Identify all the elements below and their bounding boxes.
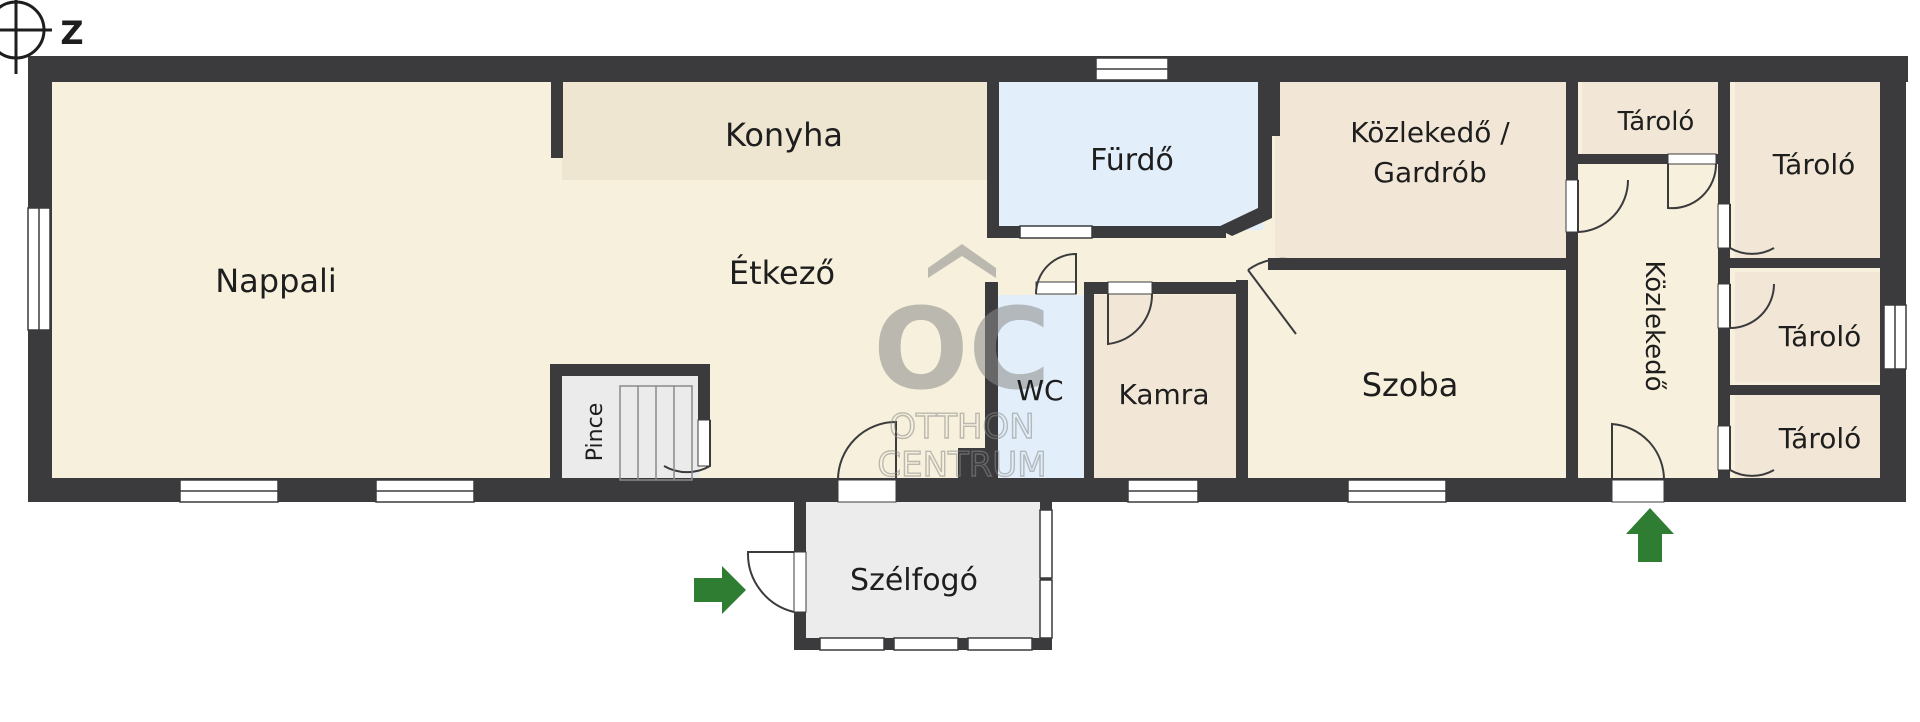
entrance-arrows [694,508,1674,614]
door [1729,204,1775,255]
storage-floor-1 [1582,80,1724,160]
door [1729,426,1775,477]
door [1247,257,1297,335]
cellar-stairs [619,385,693,481]
door-swings [663,163,1775,613]
room-label-tarolo-2: Tároló [1772,148,1856,181]
cellar-floor [560,376,700,480]
room-label-etkezo: Étkező [729,254,835,292]
room-label-kamra: Kamra [1119,378,1210,411]
room-label-konyha: Konyha [725,116,843,154]
door [1729,283,1775,330]
storage-floor-2 [1735,80,1903,260]
windows [27,57,1907,651]
room-label-kozlekedo-gardrob-2: Gardrób [1373,156,1486,189]
door [1667,163,1718,210]
hallway-floor [1582,165,1724,480]
kitchen-floor [562,80,987,180]
door-openings [697,153,1731,613]
room-label-furdo: Fürdő [1090,143,1174,178]
room-label-szoba: Szoba [1362,366,1459,404]
room-label-kozlekedo-gardrob-1: Közlekedő / [1350,116,1510,149]
room-label-wc: WC [1016,374,1063,407]
watermark-line1: OTTHON [889,407,1034,447]
watermark-roof-icon [928,244,996,278]
storage-floor-3 [1735,272,1903,382]
room-label-nappali: Nappali [215,262,337,300]
compass-north-label: Z [60,14,83,52]
window [819,637,885,651]
door [746,551,795,613]
window [1019,225,1093,239]
watermark-logo: OC [873,285,1050,415]
walls [28,56,1908,650]
storage-floor-4 [1735,395,1903,480]
door [1035,252,1077,295]
bathroom-floor [998,80,1263,230]
corridor-wardrobe-floor [1275,80,1567,270]
entrance-arrow-up-icon [1626,508,1674,562]
watermark-line2: CENTRUM [877,445,1046,485]
room-label-tarolo-1: Tároló [1617,107,1695,137]
door [837,420,897,481]
pantry-floor [1094,295,1236,480]
door [1611,422,1666,481]
door [1577,179,1629,234]
window [967,637,1033,651]
window [1039,509,1053,579]
room-label-kozlekedo: Közlekedő [1639,260,1669,391]
door [663,420,711,474]
wc-floor [996,295,1084,480]
floors [28,68,1906,642]
window [1039,579,1053,639]
room-label-pince: Pince [583,403,608,461]
window [893,637,959,651]
room-label-tarolo-4: Tároló [1778,422,1862,455]
compass: Z [0,0,84,74]
vestibule-floor [806,500,1040,642]
door [1107,293,1154,346]
room-label-szelfogo: Szélfogó [850,563,978,598]
room-label-tarolo-3: Tároló [1778,320,1862,353]
room-labels: Nappali Konyha Étkező Fürdő Közlekedő / … [215,107,1861,598]
entrance-arrow-right-icon [694,566,746,614]
watermark: OC OTTHON CENTRUM [873,244,1051,486]
room-floor [1248,280,1568,480]
